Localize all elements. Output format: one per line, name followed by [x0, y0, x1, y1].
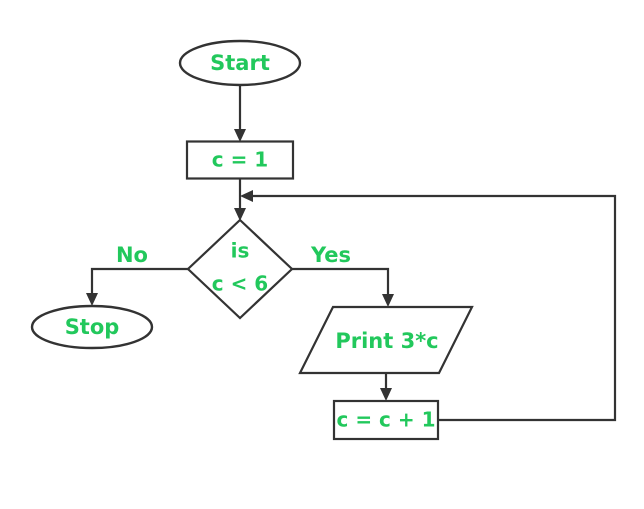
node-init-shape[interactable]: [185, 140, 295, 180]
edge-print-to-increment: [380, 373, 392, 401]
edge-condition-to-stop-path: [90, 267, 188, 298]
node-increment-shape[interactable]: [332, 399, 440, 441]
edge-label-yes: Yes: [310, 243, 351, 267]
edge-condition-to-print-path: [292, 267, 390, 299]
node-increment-label: c = c + 1: [337, 408, 436, 432]
node-increment[interactable]: c = c + 1: [332, 399, 440, 441]
node-start-shape[interactable]: [178, 39, 302, 87]
node-print-label: Print 3*c: [335, 329, 438, 353]
edge-start-to-init-arrowhead: [234, 129, 246, 142]
node-init-label: c = 1: [212, 148, 268, 172]
edge-label-no: No: [116, 243, 148, 267]
node-print-shape[interactable]: [298, 305, 474, 375]
edge-condition-to-print: [292, 267, 394, 307]
node-condition[interactable]: is c < 6: [186, 218, 294, 320]
edge-print-to-increment-arrowhead: [380, 388, 392, 401]
edge-init-to-condition: [234, 178, 246, 221]
node-stop-label: Stop: [65, 315, 120, 339]
edge-increment-to-condition-loop: [240, 190, 617, 422]
edge-start-to-init: [234, 85, 246, 142]
edge-increment-to-condition-loop-arrowhead: [240, 190, 253, 202]
node-stop[interactable]: Stop: [30, 304, 154, 350]
node-print[interactable]: Print 3*c: [298, 305, 474, 375]
edge-init-to-condition-arrowhead: [234, 208, 246, 221]
node-start-label: Start: [210, 51, 270, 75]
edge-condition-to-stop-arrowhead: [86, 293, 98, 306]
node-condition-label-line1: is: [231, 239, 250, 263]
node-init[interactable]: c = 1: [185, 140, 295, 180]
node-condition-label-line2: c < 6: [212, 272, 268, 296]
node-condition-shape[interactable]: [186, 218, 294, 320]
edge-condition-to-print-arrowhead: [382, 294, 394, 307]
node-stop-shape[interactable]: [30, 304, 154, 350]
node-start[interactable]: Start: [178, 39, 302, 87]
edge-increment-to-condition-loop-path: [248, 194, 617, 422]
edge-condition-to-stop: [86, 267, 188, 306]
